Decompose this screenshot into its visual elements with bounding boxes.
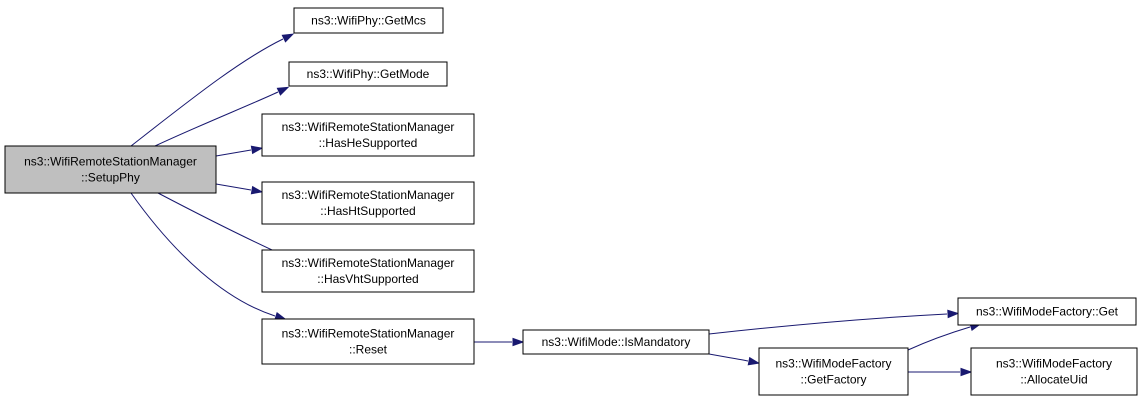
node-hasvht[interactable]: ns3::WifiRemoteStationManager::HasVhtSup… [261,249,475,293]
node-label: ns3::WifiModeFactory [996,357,1112,371]
node-label: ::Reset [349,343,388,357]
node-label: ns3::WifiModeFactory::Get [976,305,1119,319]
node-box [970,347,1138,396]
node-box [293,7,444,34]
node-label: ns3::WifiRemoteStationManager [282,327,455,341]
node-label: ns3::WifiMode::IsMandatory [542,335,691,349]
node-box [261,318,475,365]
node-box [288,61,448,87]
node-box [4,145,217,194]
arrowhead-allocateuid [960,367,973,377]
arrowhead-getmode [276,86,290,96]
node-box [758,347,909,396]
edge-getfactory-to-factoryget [907,326,971,351]
edge-ismandatory-to-getfactory [708,353,749,362]
node-label: ::SetupPhy [81,171,140,185]
node-reset[interactable]: ns3::WifiRemoteStationManager::Reset [261,318,475,365]
node-label: ns3::WifiModeFactory [775,357,891,371]
node-label: ::HasHeSupported [319,136,418,150]
node-label: ns3::WifiRemoteStationManager [282,120,455,134]
node-box [261,113,475,157]
edge-setupphy-to-getmode [154,91,279,147]
arrowhead-hashe [250,145,264,155]
edges-layer [130,33,982,377]
edge-setupphy-to-hashe [215,149,252,157]
node-getmode[interactable]: ns3::WifiPhy::GetMode [288,61,448,87]
arrowhead-getmcs [281,33,295,43]
arrowhead-getfactory [747,356,761,366]
node-getmcs[interactable]: ns3::WifiPhy::GetMcs [293,7,444,34]
arrowhead-ismandatory [512,337,525,347]
node-label: ns3::WifiRemoteStationManager [282,188,455,202]
edge-setupphy-to-getmcs [130,38,284,147]
edge-setupphy-to-reset [130,192,276,317]
node-box [261,181,475,225]
node-label: ::AllocateUid [1020,373,1087,387]
node-box [957,297,1137,326]
node-hashe[interactable]: ns3::WifiRemoteStationManager::HasHeSupp… [261,113,475,157]
node-ismandatory[interactable]: ns3::WifiMode::IsMandatory [522,329,710,355]
node-label: ::HasHtSupported [320,204,415,218]
edge-ismandatory-to-factoryget [708,313,948,335]
arrowhead-hasht [250,185,264,195]
nodes-layer: ns3::WifiRemoteStationManager::SetupPhyn… [4,7,1138,396]
node-box [522,329,710,355]
node-label: ::GetFactory [800,373,866,387]
arrowhead-factoryget [947,309,960,319]
node-factoryget[interactable]: ns3::WifiModeFactory::Get [957,297,1137,326]
node-label: ::HasVhtSupported [317,272,418,286]
node-hasht[interactable]: ns3::WifiRemoteStationManager::HasHtSupp… [261,181,475,225]
node-label: ns3::WifiRemoteStationManager [282,256,455,270]
node-getfactory[interactable]: ns3::WifiModeFactory::GetFactory [758,347,909,396]
node-box [261,249,475,293]
node-label: ns3::WifiPhy::GetMcs [311,14,426,28]
edge-setupphy-to-hasht [215,183,252,191]
node-label: ns3::WifiPhy::GetMode [307,67,430,81]
node-setupphy[interactable]: ns3::WifiRemoteStationManager::SetupPhy [4,145,217,194]
node-label: ns3::WifiRemoteStationManager [24,155,197,169]
node-allocateuid[interactable]: ns3::WifiModeFactory::AllocateUid [970,347,1138,396]
